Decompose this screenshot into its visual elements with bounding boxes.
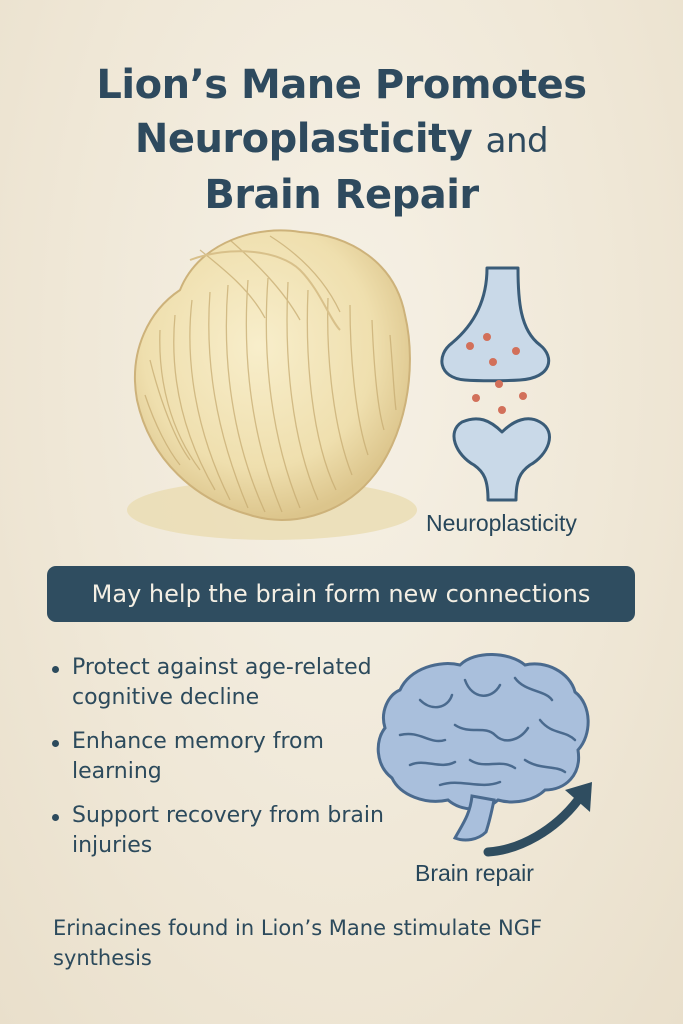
footnote: Erinacines found in Lion’s Mane stimulat… xyxy=(53,916,543,970)
synapse-icon xyxy=(440,266,551,502)
title-line-3: Brain Repair xyxy=(204,172,479,218)
title-and: and xyxy=(485,121,549,161)
list-item: Enhance memory from learning xyxy=(50,727,390,787)
list-item: Support recovery from brain injuries xyxy=(50,801,390,861)
synapse-label: Neuroplasticity xyxy=(426,510,577,536)
banner: May help the brain form new connections xyxy=(47,566,635,622)
benefits-list: Protect against age-related cognitive de… xyxy=(50,653,390,875)
brain-label: Brain repair xyxy=(415,860,534,886)
page-title: Lion’s Mane Promotes Neuroplasticity and… xyxy=(0,58,683,222)
title-line-2: Neuroplasticity and xyxy=(0,112,683,168)
list-item: Protect against age-related cognitive de… xyxy=(50,653,390,713)
brain-icon xyxy=(376,653,590,842)
arrow-icon xyxy=(483,782,592,857)
title-line-1: Lion’s Mane Promotes xyxy=(96,62,587,108)
lions-mane-mushroom-illustration xyxy=(127,229,417,540)
title-neuroplasticity: Neuroplasticity xyxy=(134,116,473,162)
